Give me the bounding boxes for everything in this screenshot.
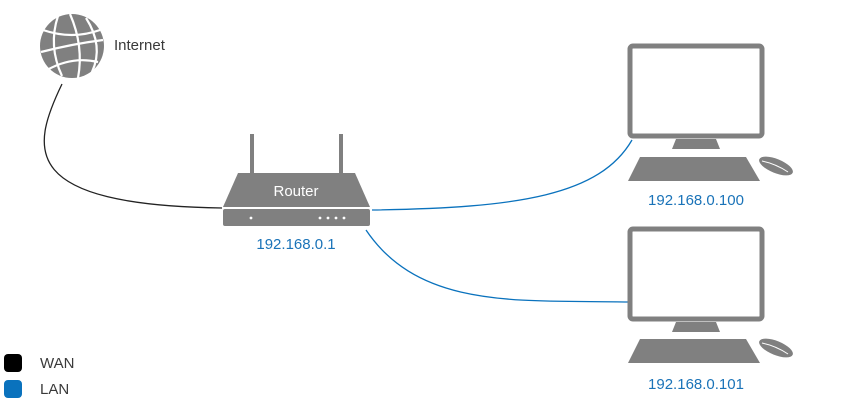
lan-link-1 — [371, 139, 633, 211]
wan-link — [43, 83, 223, 209]
desktop-computer-icon — [627, 226, 793, 363]
computer-2-ip: 192.168.0.101 — [648, 376, 744, 393]
globe-icon — [40, 13, 104, 79]
router-label: Router — [273, 183, 318, 200]
legend-swatch-wan — [4, 354, 22, 372]
legend-item-lan: LAN — [4, 376, 74, 402]
legend: WAN LAN — [4, 350, 74, 402]
router-icon — [223, 134, 370, 226]
router-ip: 192.168.0.1 — [256, 236, 335, 253]
computer-1-ip: 192.168.0.100 — [648, 192, 744, 209]
legend-label: LAN — [40, 380, 70, 398]
legend-swatch-lan — [4, 380, 22, 398]
internet-label: Internet — [114, 37, 166, 54]
lan-link-2 — [365, 229, 629, 303]
legend-label: WAN — [40, 354, 75, 372]
legend-item-wan: WAN — [4, 350, 74, 376]
desktop-computer-icon — [627, 43, 793, 181]
